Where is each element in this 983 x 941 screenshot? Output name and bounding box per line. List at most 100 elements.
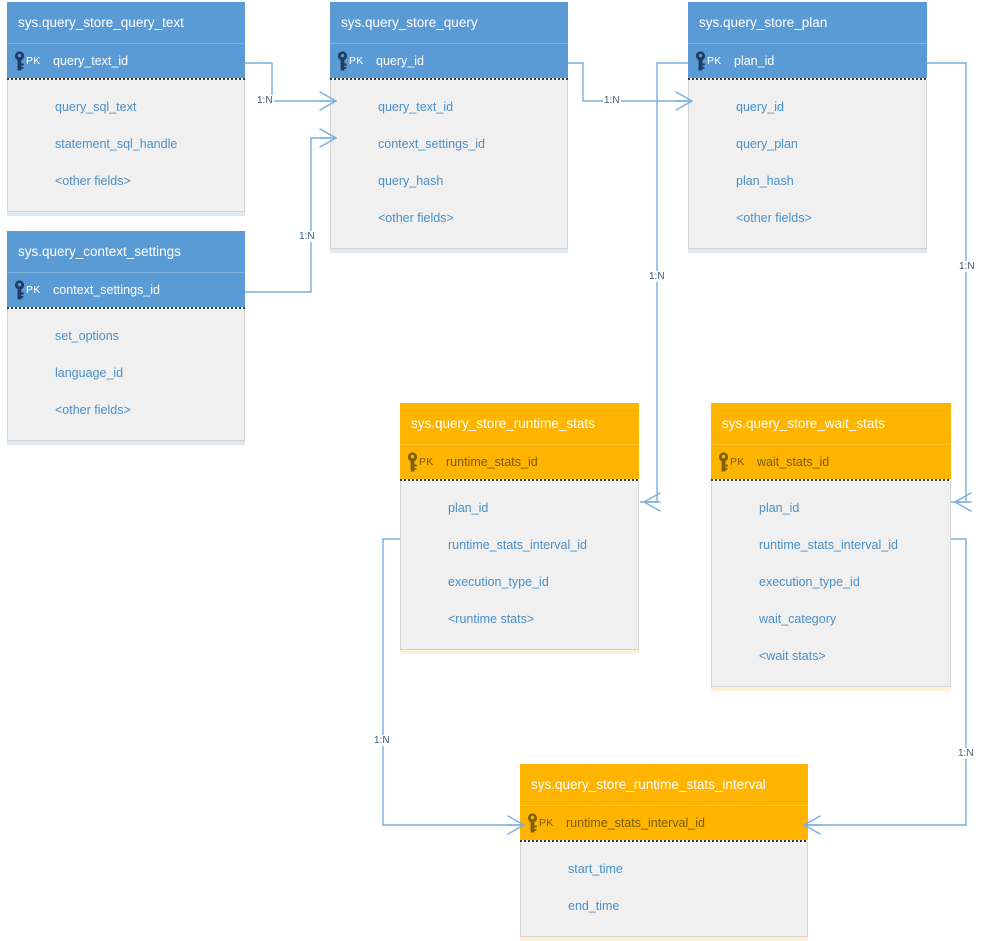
entity-field: query_id <box>736 100 784 114</box>
entity-footer-shadow <box>400 650 639 654</box>
entity-pk-row: PK query_text_id <box>7 44 245 78</box>
entity-field: <other fields> <box>378 211 454 225</box>
entity-query-store-runtime-stats[interactable]: sys.query_store_runtime_stats PK runtime… <box>400 403 639 654</box>
pk-field-name: query_text_id <box>53 54 129 68</box>
entity-query-store-query-text[interactable]: sys.query_store_query_text PK query_text… <box>7 2 245 216</box>
cardinality-label-context-query: 1:N <box>298 231 316 242</box>
entity-query-store-plan[interactable]: sys.query_store_plan PK plan_id query_id… <box>688 2 927 253</box>
connector-plan-to-runtimestats <box>640 62 688 503</box>
entity-query-store-wait-stats[interactable]: sys.query_store_wait_stats PK wait_stats… <box>711 403 951 691</box>
pk-separator <box>330 78 568 80</box>
cardinality-label-interval-runtimestats: 1:N <box>373 735 391 746</box>
entity-pk-row: PK wait_stats_id <box>711 445 951 479</box>
entity-pk-row: PK plan_id <box>688 44 927 78</box>
cardinality-label-text-query: 1:N <box>256 95 274 106</box>
entity-title: sys.query_store_runtime_stats_interval <box>520 764 808 806</box>
entity-title: sys.query_store_runtime_stats <box>400 403 639 445</box>
entity-footer-shadow <box>7 441 245 445</box>
entity-field-list: start_time end_time <box>520 842 808 937</box>
pk-label: PK <box>539 817 554 829</box>
entity-field: <other fields> <box>55 403 131 417</box>
cardinality-label-plan-runtimestats: 1:N <box>648 271 666 282</box>
key-icon: PK <box>400 452 440 472</box>
entity-field-list: plan_id runtime_stats_interval_id execut… <box>711 481 951 687</box>
entity-field-list: set_options language_id <other fields> <box>7 309 245 441</box>
connector-query-to-plan <box>568 62 688 102</box>
entity-title: sys.query_store_plan <box>688 2 927 44</box>
entity-field: <other fields> <box>55 174 131 188</box>
pk-label: PK <box>707 55 722 67</box>
pk-field-name: runtime_stats_interval_id <box>566 816 705 830</box>
entity-field: query_hash <box>378 174 444 188</box>
entity-title: sys.query_store_query <box>330 2 568 44</box>
entity-field-list: query_sql_text statement_sql_handle <oth… <box>7 80 245 212</box>
pk-separator <box>520 840 808 842</box>
pk-separator <box>711 479 951 481</box>
pk-field-name: runtime_stats_id <box>446 455 538 469</box>
entity-field: plan_hash <box>736 174 794 188</box>
entity-title: sys.query_context_settings <box>7 231 245 273</box>
pk-label: PK <box>730 456 745 468</box>
entity-field-list: query_text_id context_settings_id query_… <box>330 80 568 249</box>
pk-separator <box>688 78 927 80</box>
entity-query-context-settings[interactable]: sys.query_context_settings PK context_se… <box>7 231 245 445</box>
pk-label: PK <box>26 284 41 296</box>
entity-footer-shadow <box>7 212 245 216</box>
entity-field-list: query_id query_plan plan_hash <other fie… <box>688 80 927 249</box>
entity-footer-shadow <box>711 687 951 691</box>
cardinality-label-plan-waitstats: 1:N <box>958 261 976 272</box>
pk-separator <box>400 479 639 481</box>
entity-pk-row: PK query_id <box>330 44 568 78</box>
entity-field: plan_id <box>448 501 489 515</box>
entity-field: query_text_id <box>378 100 454 114</box>
entity-field: language_id <box>55 366 124 380</box>
key-icon: PK <box>7 51 47 71</box>
pk-field-name: context_settings_id <box>53 283 161 297</box>
pk-field-name: wait_stats_id <box>757 455 830 469</box>
entity-footer-shadow <box>330 249 568 253</box>
entity-field: <other fields> <box>736 211 812 225</box>
pk-field-name: plan_id <box>734 54 775 68</box>
entity-field: execution_type_id <box>448 575 549 589</box>
entity-footer-shadow <box>520 937 808 941</box>
entity-query-store-query[interactable]: sys.query_store_query PK query_id query_… <box>330 2 568 253</box>
pk-label: PK <box>349 55 364 67</box>
connector-context-to-query <box>245 137 332 293</box>
entity-field: statement_sql_handle <box>55 137 178 151</box>
entity-footer-shadow <box>688 249 927 253</box>
cardinality-label-interval-waitstats: 1:N <box>957 748 975 759</box>
entity-field: runtime_stats_interval_id <box>448 538 587 552</box>
entity-field-list: plan_id runtime_stats_interval_id execut… <box>400 481 639 650</box>
entity-field: query_plan <box>736 137 798 151</box>
entity-field: query_sql_text <box>55 100 137 114</box>
entity-field: <wait stats> <box>759 649 826 663</box>
pk-field-name: query_id <box>376 54 424 68</box>
arrow-into-waitstats-plan-id <box>953 492 972 512</box>
entity-field: start_time <box>568 862 623 876</box>
entity-field: wait_category <box>759 612 837 626</box>
key-icon: PK <box>7 280 47 300</box>
key-icon: PK <box>520 813 560 833</box>
entity-title: sys.query_store_query_text <box>7 2 245 44</box>
entity-field: plan_id <box>759 501 800 515</box>
pk-separator <box>7 78 245 80</box>
entity-field: runtime_stats_interval_id <box>759 538 898 552</box>
key-icon: PK <box>711 452 751 472</box>
cardinality-label-query-plan: 1:N <box>603 95 621 106</box>
entity-field: <runtime stats> <box>448 612 535 626</box>
key-icon: PK <box>688 51 728 71</box>
entity-pk-row: PK context_settings_id <box>7 273 245 307</box>
entity-field: end_time <box>568 899 620 913</box>
entity-query-store-runtime-stats-interval[interactable]: sys.query_store_runtime_stats_interval P… <box>520 764 808 941</box>
arrow-into-runtimestats-plan-id <box>642 492 661 512</box>
entity-title: sys.query_store_wait_stats <box>711 403 951 445</box>
entity-field: context_settings_id <box>378 137 486 151</box>
entity-pk-row: PK runtime_stats_interval_id <box>520 806 808 840</box>
pk-separator <box>7 307 245 309</box>
pk-label: PK <box>26 55 41 67</box>
entity-pk-row: PK runtime_stats_id <box>400 445 639 479</box>
pk-label: PK <box>419 456 434 468</box>
key-icon: PK <box>330 51 370 71</box>
entity-field: set_options <box>55 329 119 343</box>
